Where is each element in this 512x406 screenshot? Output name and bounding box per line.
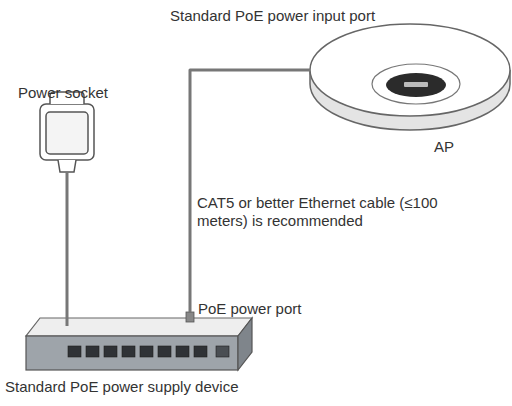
ap-illustration — [310, 24, 510, 130]
cable-note: CAT5 or better Ethernet cable (≤100 mete… — [197, 194, 447, 230]
device-label: Standard PoE power supply device — [5, 378, 238, 396]
power-adapter-illustration — [40, 92, 94, 172]
device-node: AP — [308, 22, 512, 132]
device-node: Power socket — [38, 90, 96, 174]
device-label: Power socket — [18, 84, 108, 102]
port-label: Standard PoE power input port — [170, 7, 375, 25]
ethernet-cable — [190, 70, 310, 312]
ethernet-cable — [67, 172, 68, 326]
device-label: AP — [434, 138, 454, 156]
device-node: Standard PoE power supply device — [24, 318, 254, 372]
poe-switch-illustration — [26, 312, 252, 370]
port-label: PoE power port — [198, 300, 301, 318]
